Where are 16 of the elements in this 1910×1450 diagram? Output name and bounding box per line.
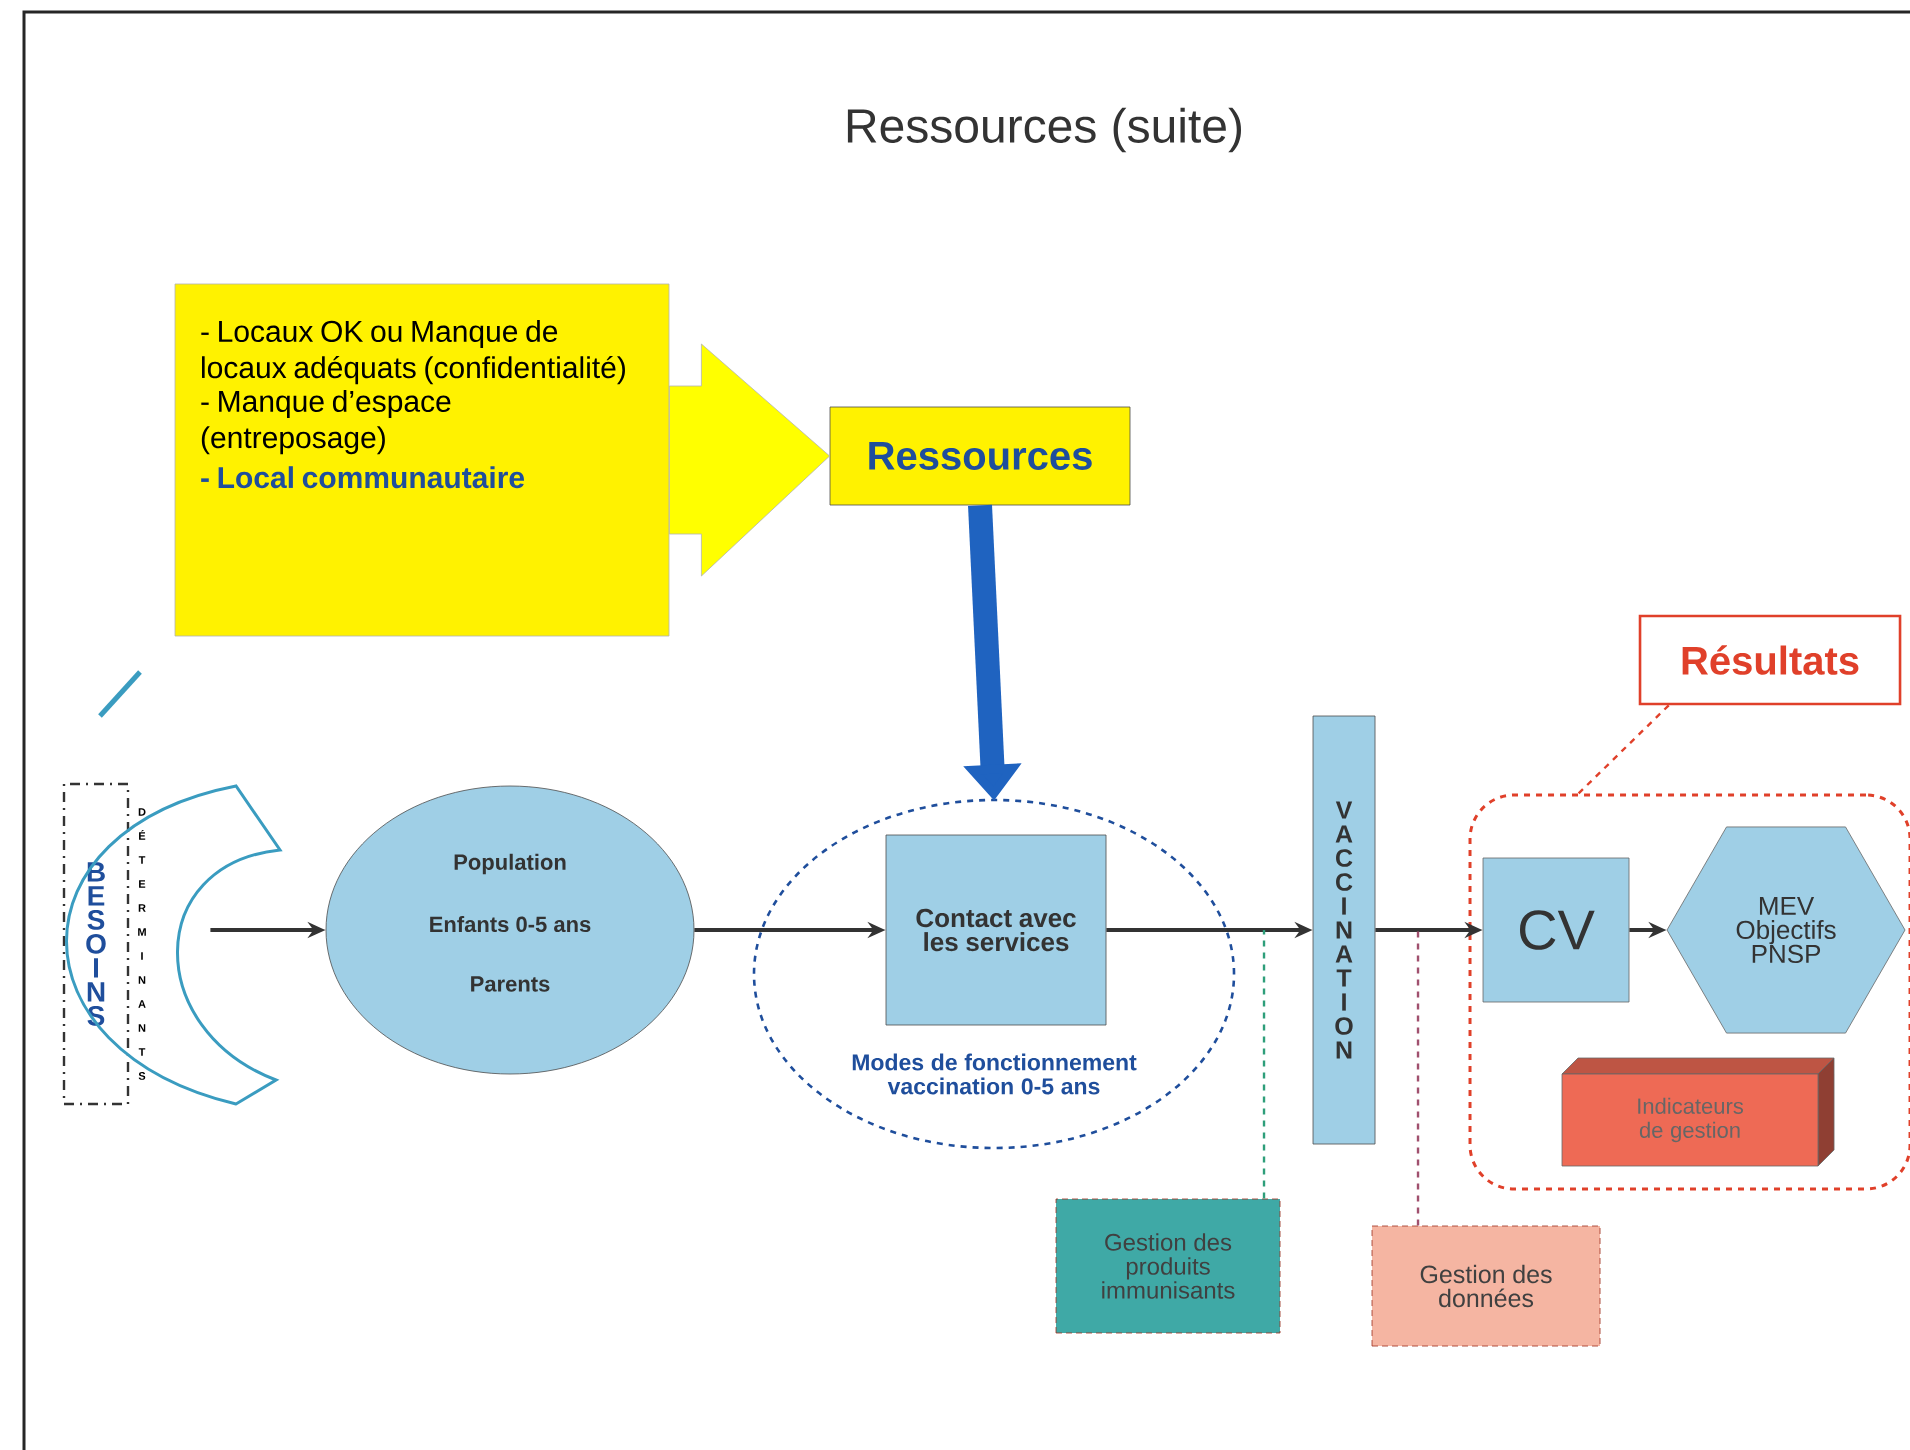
callout-box: - Locaux OK ou Manque de locaux adéquats (confidentialité) - Manque d’espace (entreposage) - Local communautaire [174,283,670,637]
leader-line [1262,930,1266,1199]
vertical-bar: V A C C I N A T I O N [1312,715,1376,1145]
hexagon: MEV Objectifs PNSP [1666,826,1906,1034]
title: Ressources (suite) [847,107,1241,153]
dashed-box: Gestion des produits immunisants [1055,1198,1281,1334]
resource-box: Ressources [829,406,1131,506]
process-box: CV [1482,857,1630,1003]
leader-line [1416,930,1420,1226]
block-3d: Indicateurs de gestion [1561,1057,1835,1167]
dashed-box: Gestion des données [1371,1225,1601,1347]
block-arrow [669,343,830,577]
callout-label: Résultats [1638,614,1902,706]
crescent-shape [65,784,282,1106]
callout-tail [1577,704,1670,795]
process-box: Contact avec les services [885,834,1107,1026]
